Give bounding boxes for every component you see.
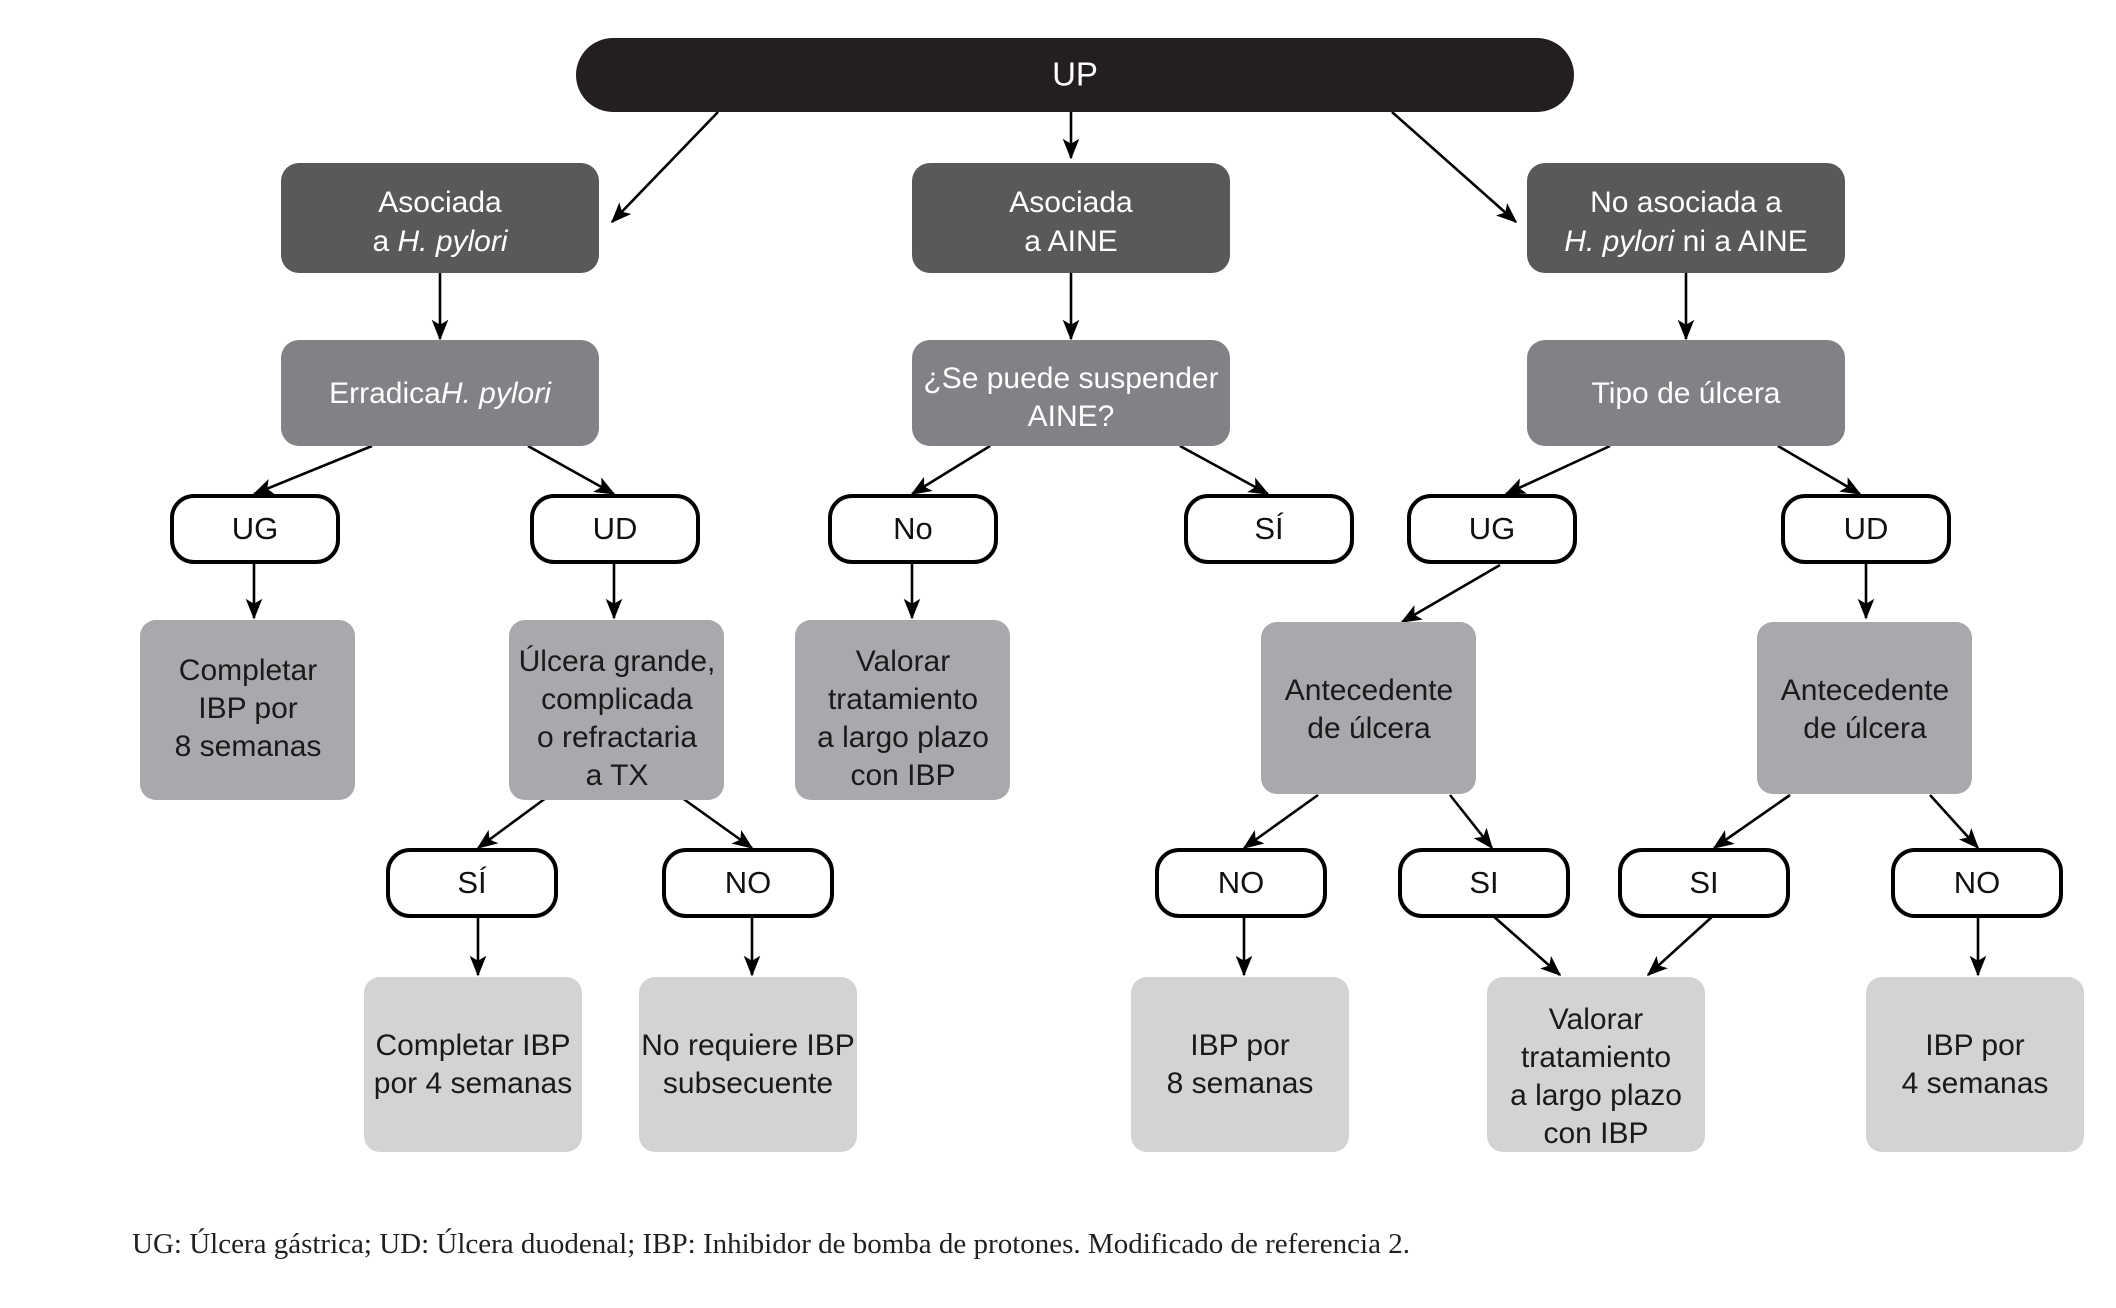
node-valorar-ibp-2-line1: Valorar — [1549, 1003, 1643, 1036]
node-completar-ibp-4[interactable]: Completar IBP por 4 semanas — [364, 977, 582, 1152]
edge-tipoug-antec — [1400, 563, 1501, 624]
pill-antecud-si[interactable]: SI — [1618, 848, 1790, 918]
node-ulcera-grande-line2: complicada — [541, 683, 693, 716]
edge-antecug-si — [1448, 794, 1494, 850]
edge-suspender-si — [1179, 444, 1270, 496]
pill-antecud-no[interactable]: NO — [1891, 848, 2063, 918]
pill-aine-no[interactable]: No — [828, 494, 998, 564]
pill-tipo-ug[interactable]: UG — [1407, 494, 1577, 564]
node-valorar-ibp-2-line4: con IBP — [1543, 1117, 1648, 1150]
edge-root-hp — [610, 111, 719, 224]
pill-hp-ug[interactable]: UG — [170, 494, 340, 564]
node-completar-ibp-8-line2: IBP por — [198, 692, 298, 725]
figure-caption: UG: Úlcera gástrica; UD: Úlcera duodenal… — [132, 1228, 1410, 1260]
node-suspender-aine[interactable]: ¿Se puede suspender AINE? — [912, 340, 1230, 446]
pill-hp-ud[interactable]: UD — [530, 494, 700, 564]
node-valorar-ibp-1-line2: tratamiento — [828, 683, 978, 716]
edge-si-valorar2 — [1491, 914, 1562, 977]
node-erradica-hpylori-label: ErradicaH. pylori — [329, 377, 552, 410]
node-ibp-8-semanas-line1: IBP por — [1190, 1029, 1290, 1062]
node-valorar-ibp-1-line3: a largo plazo — [817, 721, 989, 754]
node-completar-ibp-8-line3: 8 semanas — [175, 730, 322, 763]
node-asociada-aine-line2: a AINE — [1024, 225, 1117, 258]
node-antecedente-ulcera-ud[interactable]: Antecedente de úlcera — [1757, 622, 1972, 794]
node-up-root-label: UP — [1052, 56, 1098, 93]
pill-antecug-si[interactable]: SI — [1398, 848, 1570, 918]
node-asociada-hpylori[interactable]: Asociada a H. pylori — [281, 163, 599, 273]
node-antecedente-ulcera-ug[interactable]: Antecedente de úlcera — [1261, 622, 1476, 794]
edge-antecug-no — [1242, 793, 1319, 850]
node-asociada-aine[interactable]: Asociada a AINE — [912, 163, 1230, 273]
node-ibp-4-semanas-line1: IBP por — [1925, 1029, 2025, 1062]
pill-aine-no-label: No — [893, 511, 933, 546]
node-valorar-ibp-2-line3: a largo plazo — [1510, 1079, 1682, 1112]
node-antecedente-ulcera-ud-line2: de úlcera — [1803, 712, 1927, 745]
edge-ulcera-si — [476, 793, 551, 850]
node-suspender-aine-line2: AINE? — [1028, 400, 1115, 433]
node-tipo-ulcera-label: Tipo de úlcera — [1592, 377, 1781, 410]
edge-tipo-ug — [1504, 444, 1611, 496]
edge-si2-valorar2 — [1646, 914, 1715, 977]
node-antecedente-ulcera-ug-line2: de úlcera — [1307, 712, 1431, 745]
pill-ulcera-si[interactable]: SÍ — [386, 848, 558, 918]
node-ibp-8-semanas[interactable]: IBP por 8 semanas — [1131, 977, 1349, 1152]
node-ibp-4-semanas[interactable]: IBP por 4 semanas — [1866, 977, 2084, 1152]
edge-root-ninguna — [1391, 111, 1518, 224]
node-completar-ibp-8[interactable]: Completar IBP por 8 semanas — [140, 620, 355, 800]
edge-erradica-ug — [252, 444, 373, 496]
node-antecedente-ulcera-ug-line1: Antecedente — [1285, 674, 1453, 707]
node-tipo-ulcera[interactable]: Tipo de úlcera — [1527, 340, 1845, 446]
pill-hp-ud-label: UD — [593, 511, 638, 546]
node-ulcera-grande-line1: Úlcera grande, — [519, 645, 716, 678]
edge-tipo-ud — [1777, 444, 1862, 496]
node-valorar-ibp-2[interactable]: Valorar tratamiento a largo plazo con IB… — [1487, 977, 1705, 1152]
node-valorar-ibp-1-line1: Valorar — [856, 645, 950, 678]
node-asociada-hpylori-line1: Asociada — [378, 186, 502, 219]
pill-aine-si[interactable]: SÍ — [1184, 494, 1354, 564]
node-no-asociada[interactable]: No asociada a H. pylori ni a AINE — [1527, 163, 1845, 273]
node-no-requiere-ibp-line2: subsecuente — [663, 1067, 833, 1100]
pill-ulcera-no-label: NO — [725, 865, 772, 900]
node-asociada-aine-line1: Asociada — [1009, 186, 1133, 219]
node-no-asociada-line1: No asociada a — [1590, 186, 1782, 219]
pill-tipo-ud[interactable]: UD — [1781, 494, 1951, 564]
node-ibp-8-semanas-line2: 8 semanas — [1167, 1067, 1314, 1100]
node-ibp-4-semanas-line2: 4 semanas — [1902, 1067, 2049, 1100]
node-erradica-hpylori[interactable]: ErradicaH. pylori — [281, 340, 599, 446]
pill-tipo-ud-label: UD — [1844, 511, 1889, 546]
edge-layer — [245, 111, 1987, 977]
node-completar-ibp-8-line1: Completar — [179, 654, 317, 687]
node-completar-ibp-4-line2: por 4 semanas — [374, 1067, 572, 1100]
pill-hp-ug-label: UG — [232, 511, 279, 546]
pill-antecug-no-label: NO — [1218, 865, 1265, 900]
pill-ulcera-si-label: SÍ — [457, 865, 487, 900]
node-antecedente-ulcera-ud-line1: Antecedente — [1781, 674, 1949, 707]
pill-antecug-no[interactable]: NO — [1155, 848, 1327, 918]
pill-ulcera-no[interactable]: NO — [662, 848, 834, 918]
pill-antecug-si-label: SI — [1469, 865, 1498, 900]
node-ulcera-grande-line3: o refractaria — [537, 721, 697, 754]
edge-antecud-si — [1712, 793, 1791, 850]
node-up-root[interactable]: UP — [576, 38, 1574, 112]
pill-antecud-no-label: NO — [1954, 865, 2001, 900]
node-completar-ibp-4-line1: Completar IBP — [375, 1029, 570, 1062]
edge-antecud-no — [1929, 794, 1980, 850]
pill-antecud-si-label: SI — [1689, 865, 1718, 900]
node-suspender-aine-line1: ¿Se puede suspender — [923, 362, 1218, 395]
edge-suspender-no — [910, 444, 991, 496]
node-ulcera-grande-line4: a TX — [586, 759, 649, 792]
edge-ulcera-no — [677, 793, 754, 850]
node-valorar-ibp-1[interactable]: Valorar tratamiento a largo plazo con IB… — [795, 620, 1010, 800]
node-no-requiere-ibp[interactable]: No requiere IBP subsecuente — [639, 977, 857, 1152]
node-valorar-ibp-2-line2: tratamiento — [1521, 1041, 1671, 1074]
pill-aine-si-label: SÍ — [1254, 511, 1284, 546]
node-valorar-ibp-1-line4: con IBP — [850, 759, 955, 792]
node-asociada-hpylori-line2: a H. pylori — [372, 225, 508, 258]
pill-tipo-ug-label: UG — [1469, 511, 1516, 546]
node-ulcera-grande[interactable]: Úlcera grande, complicada o refractaria … — [509, 620, 724, 800]
node-no-asociada-line2: H. pylori ni a AINE — [1564, 225, 1807, 258]
node-no-requiere-ibp-line1: No requiere IBP — [641, 1029, 854, 1062]
edge-erradica-ud — [527, 444, 616, 496]
